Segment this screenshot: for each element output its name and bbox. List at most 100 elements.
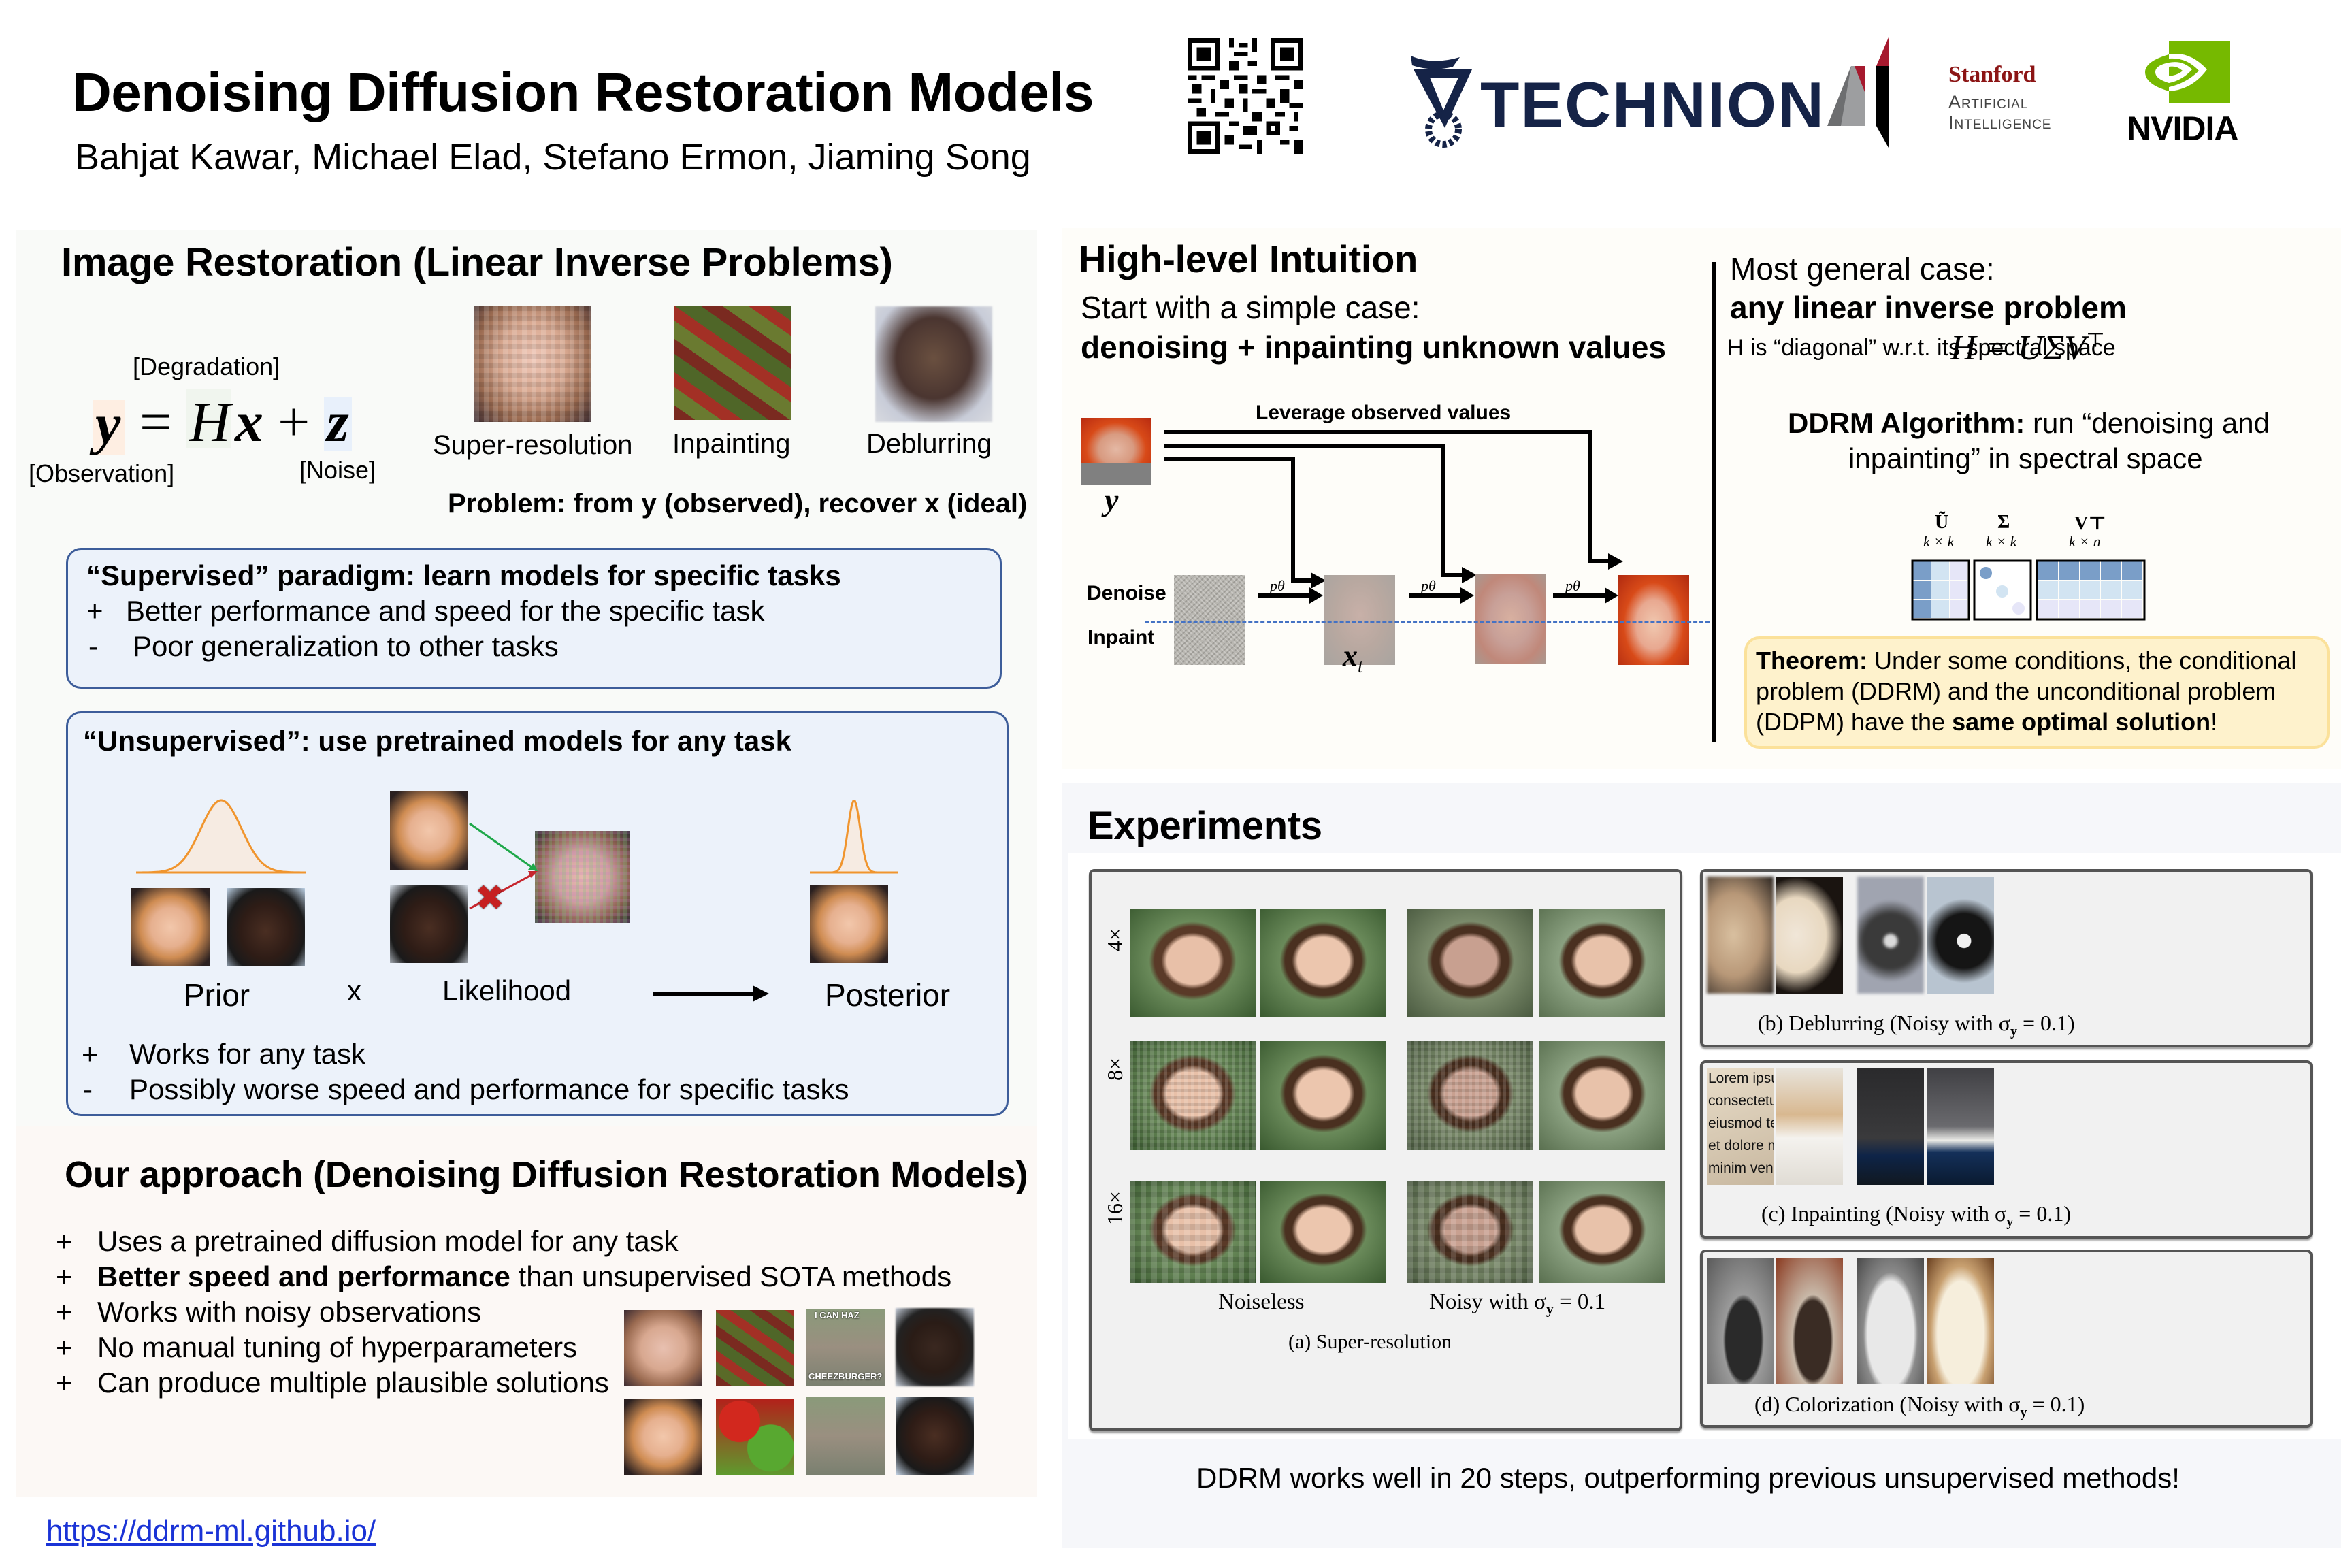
sr-image-r2-c1 [1130,1041,1256,1150]
noise-image [1174,575,1245,665]
matrix-u-cell [1950,600,1967,618]
ddrm-algo-line2: inpainting” in spectral space [1848,442,2203,474]
sr-image-r2-c4 [1539,1041,1665,1150]
inpainting-caption-main: (c) Inpainting (Noisy with σ [1761,1201,2007,1226]
y-label: y [1105,483,1119,517]
lorem-line: Lorem ipsum d [1708,1071,1774,1086]
sr-image-r3-c3 [1407,1181,1533,1283]
deblurring-caption-main: (b) Deblurring (Noisy with σ [1758,1011,2010,1035]
matrix-v-cell [2101,581,2121,599]
approach-item: Works with noisy observations [97,1296,481,1328]
matrix-v-cell [2059,600,2079,618]
matrix-v-cell [2059,581,2079,599]
approach-output-man [896,1396,974,1475]
eq-z: z [327,391,349,454]
supervised-box [66,548,1002,689]
theorem-box [1744,636,2330,749]
sr-image-r2-c2 [1260,1041,1386,1150]
p-theta-label-2: pθ [1421,577,1436,594]
svd-formula: H = UΣV⊤ [1950,328,2105,368]
leverage-arrows [1164,430,1623,589]
lorem-line: eiusmod temp [1708,1115,1774,1131]
sr-image-r3-c1 [1130,1181,1256,1283]
svd-formula-main: H = UΣV [1950,329,2086,368]
matrix-sigma-entry [2012,602,2025,615]
sr-image-r2-c3 [1407,1041,1533,1150]
matrix-v-cell [2101,561,2121,580]
likelihood-label: Likelihood [442,975,572,1007]
unsupervised-con-text: Possibly worse speed and performance for… [129,1073,849,1105]
approach-output-cat [806,1397,885,1475]
super-resolution-caption: (a) Super-resolution [1288,1330,1452,1353]
qr-code-icon[interactable] [1188,37,1303,154]
observed-y-image [1081,418,1152,485]
approach-item-sign: + [56,1260,73,1292]
inpaint-bedroom-input [1857,1068,1924,1185]
matrix-v-cell [2122,581,2142,599]
matrix-v-cell [2038,561,2058,580]
matrix-v-cell [2122,600,2142,618]
approach-item: Better speed and performance than unsupe… [97,1260,951,1293]
approach-input-peppers [716,1310,794,1386]
noiseless-caption: Noiseless [1218,1290,1305,1314]
matrix-v-cell [2101,600,2121,618]
problem-statement: Problem: from y (observed), recover x (i… [448,489,1028,519]
prior-label: Prior [184,977,250,1013]
sr-image-r1-c4 [1539,909,1665,1017]
supervised-title: “Supervised” paradigm: learn models for … [86,559,841,591]
matrix-v-cell [2080,561,2100,580]
eq-x: x [235,391,263,454]
matrix-v-border [2036,559,2146,621]
row-label-4x: 4× [1102,928,1127,951]
approach-item-sign: + [56,1331,73,1363]
svd-matrices-diagram [1911,559,2146,621]
lorem-line: minim veniam, [1708,1160,1774,1176]
nvidia-logo: NVIDIA [2127,41,2263,148]
observation-highlight [93,400,125,455]
matrix-sigma-entry [1996,585,2008,598]
project-link[interactable]: https://ddrm-ml.github.io/ [46,1514,376,1548]
matrix-sigma-entry [1980,567,1992,579]
likelihood-face-woman [390,791,468,870]
svd-formula-sup: ⊤ [2085,329,2106,352]
approach-output-face [624,1399,702,1475]
unsupervised-title: “Unsupervised”: use pretrained models fo… [83,725,791,757]
intuition-line1: Start with a simple case: [1081,290,1420,325]
inpainting-label: Inpainting [672,429,791,459]
restored-image [1618,575,1689,665]
theorem-bold: Theorem: [1756,647,1868,674]
color-cat1-input [1707,1258,1774,1384]
super-resolution-label: Super-resolution [433,430,633,460]
experiments-footer: DDRM works well in 20 steps, outperformi… [1196,1462,2180,1494]
noisy-caption-val: = 0.1 [1553,1290,1606,1314]
eq-plus: + [278,391,310,454]
deblurring-label: Deblurring [866,429,992,459]
technion-emblem-icon [1411,56,1472,148]
matrix-v-dims: k × n [2069,533,2101,550]
colorization-caption: (d) Colorization (Noisy with σy = 0.1) [1754,1392,2085,1420]
deblur-phone-output [1927,877,1994,994]
authors: Bahjat Kawar, Michael Elad, Stefano Ermo… [75,137,1031,178]
xt-subscript: t [1358,655,1363,677]
matrix-u-cell [1913,581,1931,599]
inpaint-room-input: Lorem ipsum dconsectetur adeiusmod tempe… [1707,1068,1774,1185]
matrix-v-cell [2122,561,2142,580]
matrix-v-cell [2038,581,2058,599]
xt-image-2 [1475,574,1546,664]
matrix-u-cell [1913,600,1931,618]
nvidia-eye-icon [2145,41,2230,103]
matrix-u-cell [1913,561,1931,580]
theorem-line2: problem (DDRM) and the unconditional pro… [1756,677,2276,705]
inpainting-image [674,306,791,420]
denoise-inpaint-divider [1145,621,1710,623]
stanford-wordmark: Stanford [1948,62,2036,87]
color-cat2-input [1857,1258,1924,1384]
approach-heading: Our approach (Denoising Diffusion Restor… [65,1154,1028,1195]
denoise-label: Denoise [1087,582,1166,604]
approach-item: No manual tuning of hyperparameters [97,1331,577,1364]
noise-highlight [324,397,352,451]
matrix-u-border [1911,559,1970,621]
degradation-label: [Degradation] [133,353,280,380]
approach-item-sign: + [56,1296,73,1328]
inpaint-room-output [1776,1068,1843,1185]
